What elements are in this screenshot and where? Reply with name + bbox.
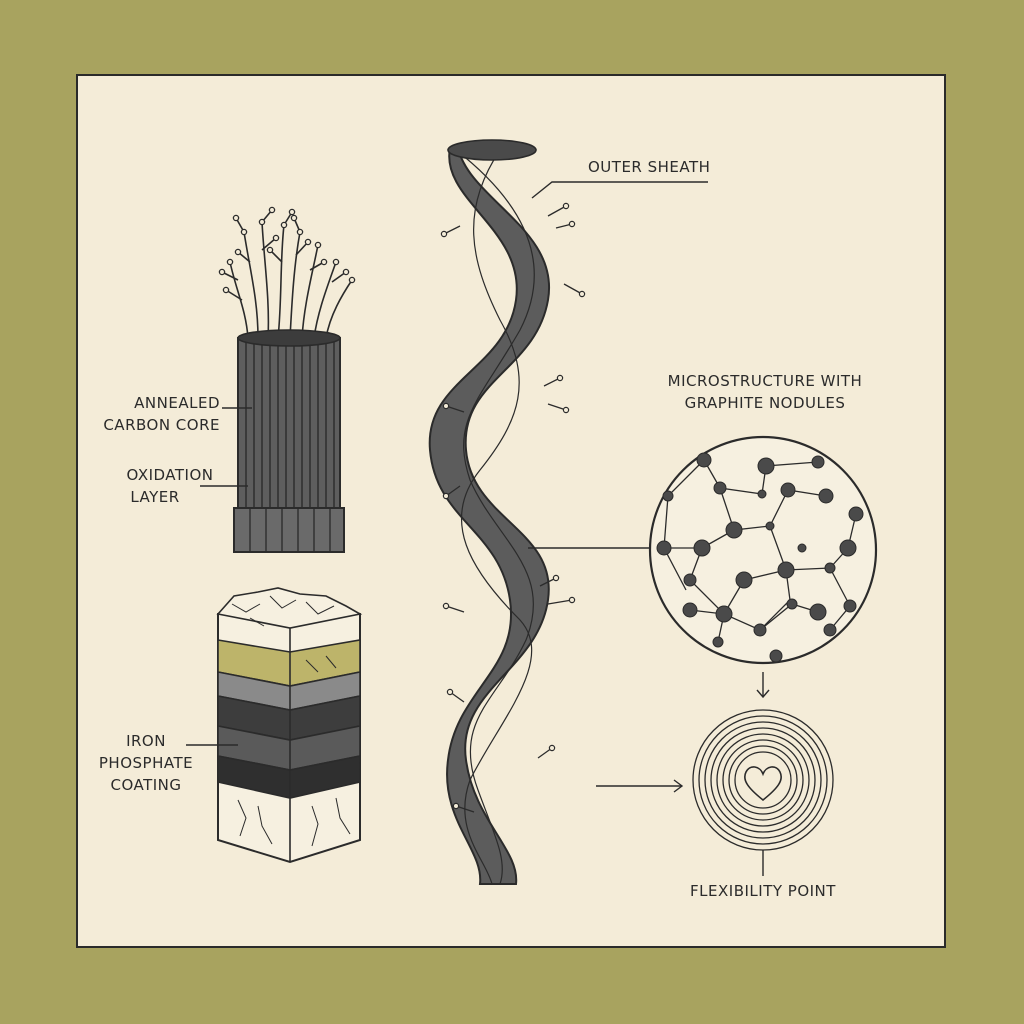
strand-twist-line-b [461,149,533,885]
graphite-nodule-network-icon [648,435,878,665]
bundle-top [237,329,341,347]
twisted-strand-icon [428,139,586,885]
annealed-label-line1: ANNEALED [134,394,220,412]
oxidation-label-line2: LAYER [130,488,180,506]
strand-body [428,147,551,885]
strand-top-end [447,139,537,161]
strand-sprouts [443,205,583,813]
iron-label-line3: COATING [110,776,182,794]
carbon-fiber-bundle-icon [218,206,356,553]
flexibility-point-label: FLEXIBILITY POINT [690,882,836,900]
iron-label-line1: IRON [126,732,166,750]
root-cracks [237,655,351,847]
iron-label-line2: PHOSPHATE [98,754,194,772]
heart-icon [744,766,782,802]
concentric-rings-icon [692,709,834,851]
outer-sheath-leader [531,181,708,199]
sprout-nodes [440,202,586,810]
right-arrow-head [673,779,684,793]
strand-twist-line-a [455,149,535,885]
top-texture [231,595,335,627]
microstructure-label-line2: GRAPHITE NODULES [684,394,846,412]
fiber-tip-nodes [218,206,356,294]
annealed-label-line2: CARBON CORE [103,416,220,434]
fiber-branches [221,209,353,339]
bundle-base-ridges [249,508,331,552]
outer-sheath-label: OUTER SHEATH [588,158,711,176]
bundle-fiber-lines [245,338,335,516]
oxidation-label-line1: OXIDATION [126,466,214,484]
microstructure-label-line1: MICROSTRUCTURE WITH [667,372,863,390]
down-arrow-head [756,689,770,699]
graphite-nodules [656,452,864,663]
section-top [216,587,363,629]
bundle-base [233,507,345,553]
layered-cross-section-icon [216,587,363,864]
